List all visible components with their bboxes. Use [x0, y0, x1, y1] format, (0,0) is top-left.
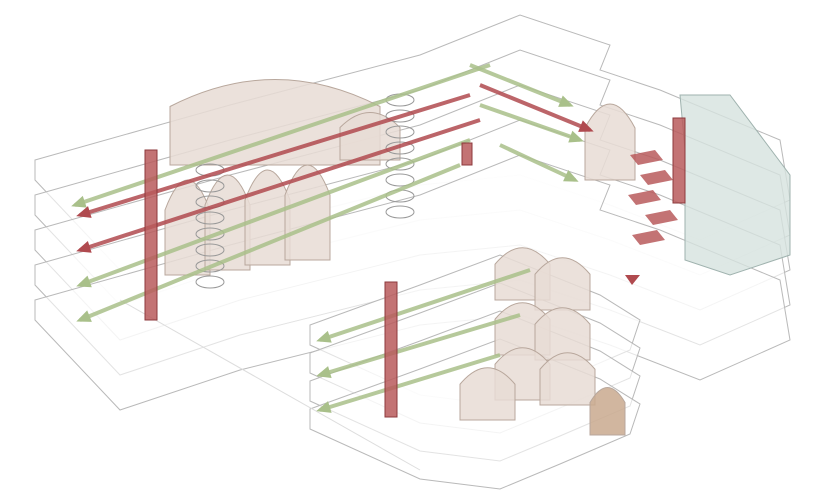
- arrow-green-4-head: [558, 95, 574, 107]
- spiral-stair-0-turn-7: [195, 275, 225, 289]
- site-line: [119, 299, 421, 471]
- glass-wing: [679, 94, 791, 276]
- spiral-stair-0-turn-6: [195, 259, 225, 273]
- vertical-core-2: [384, 281, 398, 418]
- arrow-red-2-head: [76, 240, 92, 253]
- spiral-stair-1-turn-5: [385, 173, 415, 187]
- arrow-green-6-head: [563, 170, 579, 182]
- vertical-core-3: [672, 117, 686, 204]
- vertical-cores: [144, 117, 686, 418]
- arrow-green-9-head: [316, 401, 332, 413]
- spiral-stair-0-turn-3: [195, 211, 225, 225]
- stair-flight-0: [630, 150, 663, 165]
- arrow-green-9: [319, 353, 501, 412]
- vertical-core-1: [461, 142, 473, 166]
- spiral-stair-0-turn-1: [195, 179, 225, 193]
- stair-flight-3: [645, 210, 678, 225]
- stair-flight-2: [628, 190, 661, 205]
- arrow-green-3: [79, 163, 461, 322]
- arrow-green-5-head: [568, 130, 584, 143]
- arrow-green-2-head: [76, 275, 92, 288]
- arrow-green-7: [319, 268, 531, 342]
- arrow-red-1-head: [76, 206, 92, 218]
- stair-flight-4: [632, 230, 665, 245]
- vault-highlighted: [589, 387, 626, 436]
- arrow-green-7-head: [316, 330, 332, 343]
- spiral-stair-0-turn-4: [195, 227, 225, 241]
- arrow-red-3-head: [578, 120, 594, 132]
- arrow-green-5: [479, 103, 581, 142]
- spiral-stair-0-turn-5: [195, 243, 225, 257]
- arrow-green-1-head: [71, 195, 87, 208]
- arrow-green-8: [319, 313, 521, 377]
- vertical-core-0: [144, 149, 158, 321]
- arrow-green-6: [499, 143, 576, 182]
- vault-bay-3: [284, 164, 331, 261]
- stair-flight-1: [640, 170, 673, 185]
- marker-triangle: [625, 275, 640, 285]
- vault-lower-5: [539, 352, 596, 406]
- spiral-stair-1-turn-4: [385, 157, 415, 171]
- vault-lower-3: [534, 307, 591, 361]
- vault-lower-1: [534, 257, 591, 311]
- arrow-green-3-head: [76, 310, 92, 322]
- arrow-red-3: [479, 83, 591, 132]
- spiral-stair-1-turn-1: [385, 109, 415, 123]
- arrow-green-8-head: [316, 366, 332, 378]
- spiral-stair-1-turn-3: [385, 141, 415, 155]
- arrow-green-1: [74, 63, 491, 207]
- floor-plate-upper-4: [34, 154, 791, 411]
- vault-annex: [339, 112, 401, 161]
- vault-lower-6: [459, 367, 516, 421]
- spiral-stair-1-turn-7: [385, 205, 415, 219]
- arrow-green-4: [469, 63, 571, 107]
- vault-tower: [584, 103, 636, 181]
- spiral-stair-1-turn-2: [385, 125, 415, 139]
